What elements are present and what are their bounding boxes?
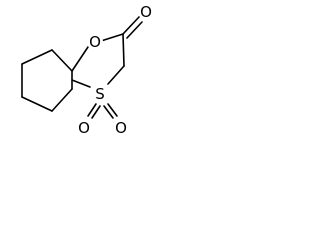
bond-s-o-right-line-2 bbox=[107, 103, 118, 117]
cyclopentane-ring bbox=[21, 49, 73, 112]
bond-carbonyl-line-1 bbox=[122, 16, 140, 35]
carbonyl-oxygen-label: O bbox=[140, 3, 152, 21]
bond-ring-lower-to-spiro-c bbox=[51, 88, 73, 112]
atom-sulfonyl-oxygen-right: O bbox=[113, 119, 129, 137]
bond-ch2-to-s bbox=[107, 65, 125, 85]
bond-s-to-spiro-c bbox=[71, 79, 91, 88]
oxathiolane-ring bbox=[71, 33, 125, 90]
sulfonyl-oxygen-right-label: O bbox=[115, 119, 127, 137]
bond-s-o-right-line-1 bbox=[103, 105, 114, 119]
ring-oxygen-label: O bbox=[89, 33, 101, 51]
bond-ring-upper-to-ring-left-upper bbox=[21, 49, 53, 65]
atom-sulfonyl-oxygen-left: O bbox=[76, 119, 92, 137]
carbonyl-double-bond bbox=[122, 16, 143, 39]
bond-s-o-left-line-1 bbox=[87, 103, 97, 117]
atom-ring-oxygen: O bbox=[87, 33, 103, 51]
bond-ring-o-to-carbonyl-c bbox=[100, 33, 124, 42]
bond-carbonyl-c-to-ch2 bbox=[122, 33, 125, 67]
bond-ring-left-lower-to-ring-lower bbox=[21, 96, 53, 112]
bond-carbonyl-line-2 bbox=[126, 21, 143, 39]
atom-carbonyl-oxygen: O bbox=[139, 3, 153, 21]
bond-spiro-c-to-ring-upper bbox=[51, 49, 73, 72]
bond-spiro-c-to-ring-o bbox=[71, 46, 89, 72]
chemical-structure-diagram: O O S O O bbox=[21, 3, 153, 137]
sulfonyl-double-bonds bbox=[87, 103, 118, 119]
bond-s-o-left-line-2 bbox=[91, 105, 101, 119]
atom-sulfur: S bbox=[92, 85, 108, 103]
sulfonyl-oxygen-left-label: O bbox=[78, 119, 90, 137]
sulfur-label: S bbox=[95, 85, 105, 103]
